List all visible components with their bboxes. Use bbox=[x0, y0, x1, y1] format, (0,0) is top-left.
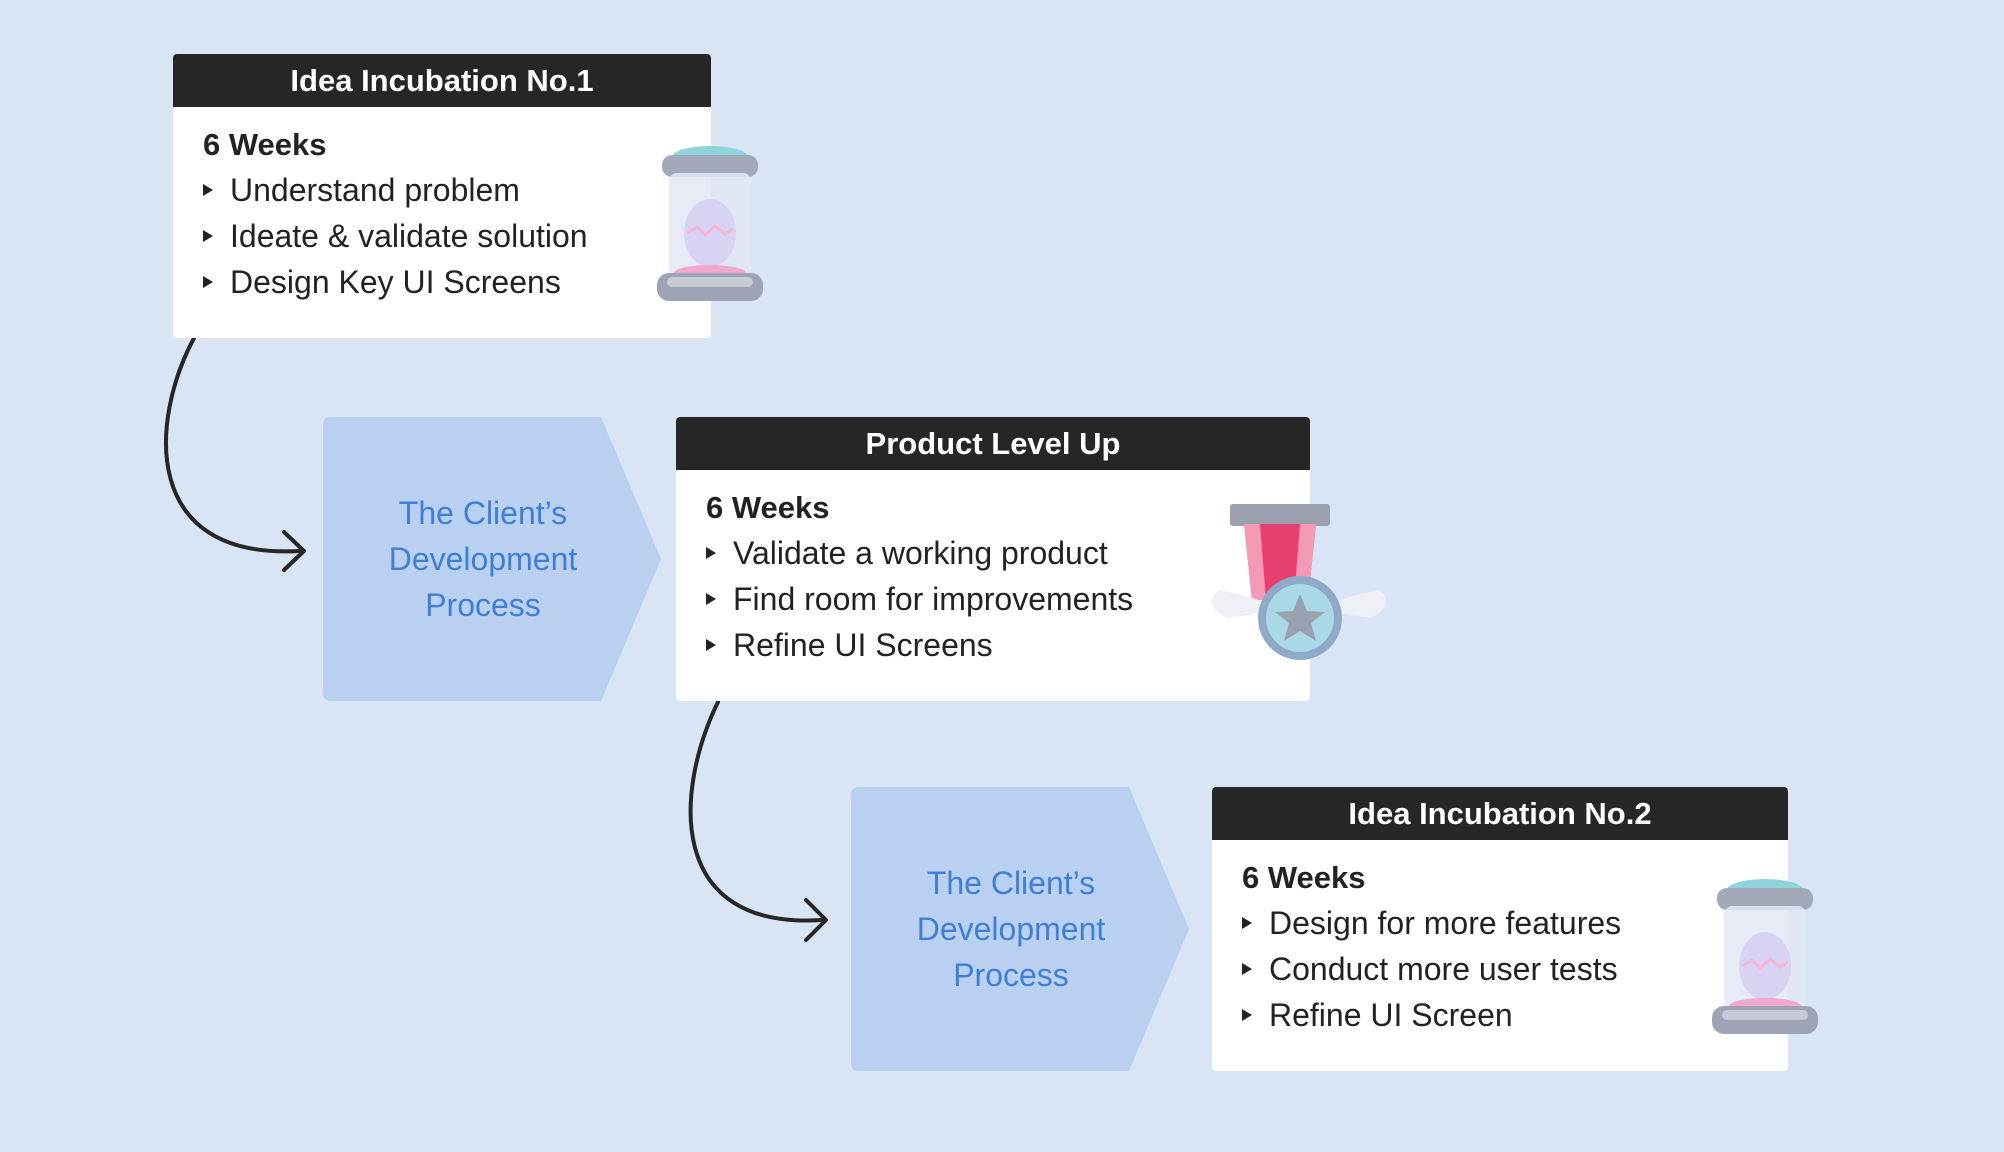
bullet-icon bbox=[1242, 917, 1252, 929]
chevron-shape bbox=[851, 787, 1189, 1071]
list-item: Conduct more user tests bbox=[1242, 946, 1788, 992]
bullet-icon bbox=[203, 230, 213, 242]
list-item: Validate a working product bbox=[706, 530, 1310, 576]
arrowhead-2 bbox=[804, 898, 828, 942]
medal-icon bbox=[1211, 504, 1387, 660]
egg-incubator-icon bbox=[657, 146, 763, 301]
phase-card-1: Idea Incubation No.1 6 Weeks Understand … bbox=[173, 54, 711, 338]
bullet-icon bbox=[1242, 963, 1252, 975]
list-item: Understand problem bbox=[203, 167, 711, 213]
list-item: Design Key UI Screens bbox=[203, 259, 711, 305]
process-step-1: The Client’s Development Process bbox=[323, 417, 661, 701]
bullet-icon bbox=[706, 639, 716, 651]
phase-card-2: Product Level Up 6 Weeks Validate a work… bbox=[676, 417, 1310, 701]
phase-duration: 6 Weeks bbox=[203, 127, 327, 162]
phase-card-title: Product Level Up bbox=[676, 417, 1310, 470]
bullet-icon bbox=[706, 547, 716, 559]
list-item: Find room for improvements bbox=[706, 576, 1310, 622]
bullet-icon bbox=[706, 593, 716, 605]
bullet-icon bbox=[203, 276, 213, 288]
phase-duration: 6 Weeks bbox=[1242, 860, 1366, 895]
phase-card-3: Idea Incubation No.2 6 Weeks Design for … bbox=[1212, 787, 1788, 1071]
egg-incubator-icon bbox=[1712, 879, 1818, 1034]
arrowhead-1 bbox=[282, 530, 306, 572]
phase-duration: 6 Weeks bbox=[706, 490, 830, 525]
phase-card-title: Idea Incubation No.1 bbox=[173, 54, 711, 107]
process-step-label: The Client’s Development Process bbox=[388, 495, 578, 623]
connector-arrow-1 bbox=[164, 336, 302, 554]
bullet-icon bbox=[1242, 1009, 1252, 1021]
list-item: Ideate & validate solution bbox=[203, 213, 711, 259]
list-item: Refine UI Screen bbox=[1242, 992, 1788, 1038]
list-item: Refine UI Screens bbox=[706, 622, 1310, 668]
process-step-2: The Client’s Development Process bbox=[851, 787, 1189, 1071]
connector-arrow-2 bbox=[688, 700, 824, 923]
phase-card-title: Idea Incubation No.2 bbox=[1212, 787, 1788, 840]
bullet-icon bbox=[203, 184, 213, 196]
process-step-label: The Client’s Development Process bbox=[916, 865, 1106, 993]
chevron-shape bbox=[323, 417, 661, 701]
list-item: Design for more features bbox=[1242, 900, 1788, 946]
